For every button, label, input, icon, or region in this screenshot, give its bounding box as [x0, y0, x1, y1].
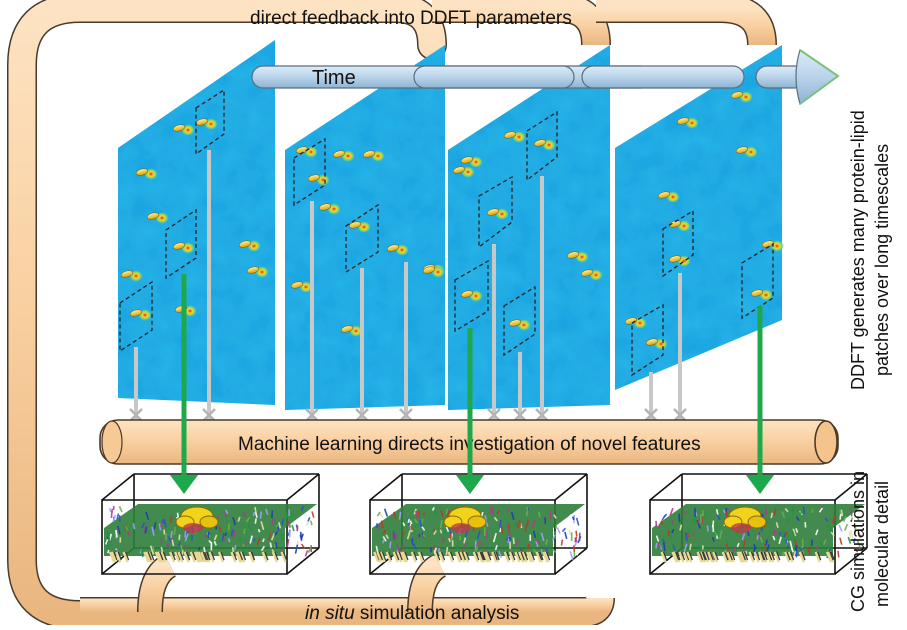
- cg-box-2: [370, 474, 587, 574]
- right-cg-line2: molecular detail: [872, 481, 892, 607]
- membrane-slab: [372, 504, 585, 562]
- right-ddft-line2: patches over long timescales: [872, 144, 892, 376]
- top-feedback-label: direct feedback into DDFT parameters: [250, 8, 572, 29]
- right-ddft-line1: DDFT generates many protein-lipid: [848, 110, 868, 390]
- membrane-slab: [652, 504, 865, 562]
- right-cg-line1: CG simulations in: [848, 471, 868, 612]
- bottom-sim-analysis: simulation analysis: [355, 603, 520, 624]
- ddft-panel-1: [118, 40, 275, 405]
- right-ddft-label: DDFT generates many protein-lipid patche…: [848, 110, 892, 390]
- cg-box-1: [102, 474, 319, 574]
- membrane-slab: [104, 504, 317, 562]
- bottom-in-situ: in situ: [305, 603, 355, 624]
- bottom-analysis-label: in situ simulation analysis: [305, 603, 519, 624]
- time-label: Time: [312, 67, 356, 89]
- ddft-panel-4: [615, 45, 782, 390]
- right-cg-label: CG simulations in molecular detail: [848, 471, 892, 612]
